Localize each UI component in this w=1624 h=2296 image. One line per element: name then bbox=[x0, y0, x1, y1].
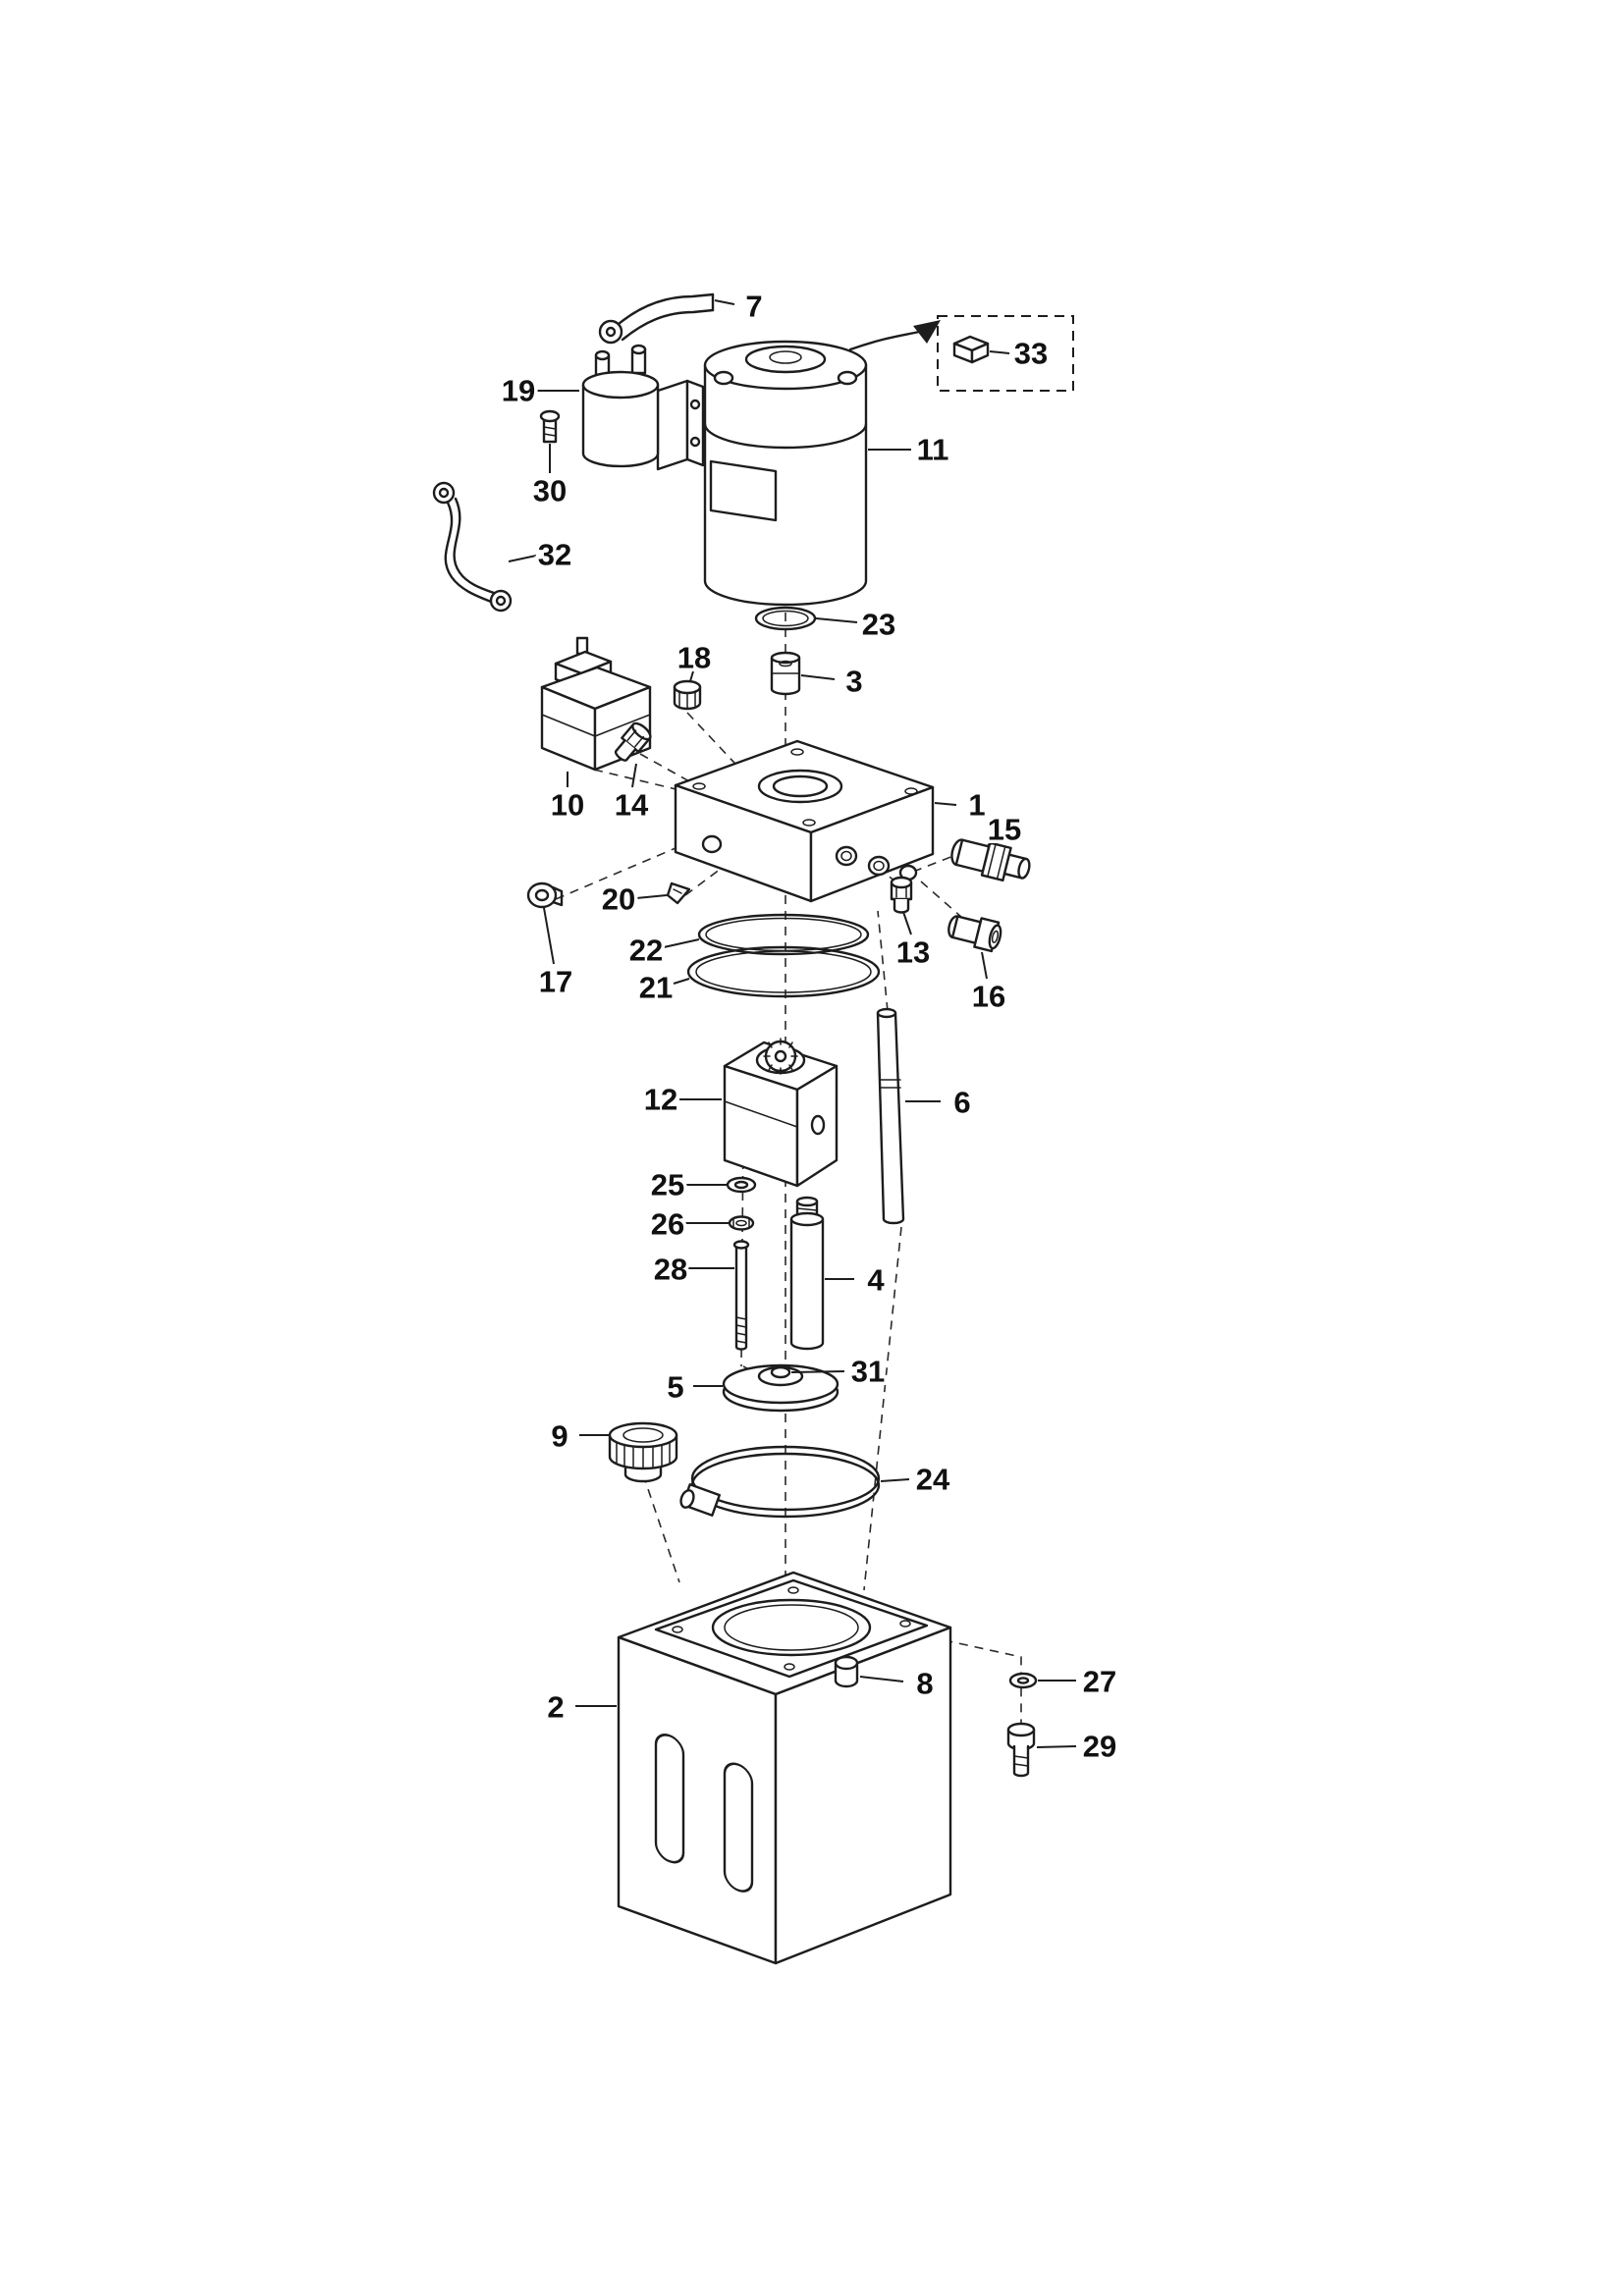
clip-20 bbox=[666, 881, 691, 905]
hose-clamp bbox=[679, 1445, 881, 1519]
part-label-29: 29 bbox=[1083, 1730, 1116, 1764]
washer-27 bbox=[1008, 1672, 1038, 1689]
part-label-11: 11 bbox=[917, 433, 949, 467]
tank-fitting-8 bbox=[834, 1655, 859, 1688]
part-label-28: 28 bbox=[654, 1253, 687, 1287]
filter-screen bbox=[722, 1363, 839, 1413]
assembly-axes bbox=[555, 597, 1022, 1724]
coupling bbox=[770, 651, 801, 696]
part-label-33: 33 bbox=[1014, 337, 1048, 371]
washer-25 bbox=[726, 1176, 757, 1194]
part-label-4: 4 bbox=[867, 1263, 885, 1298]
return-hose bbox=[876, 1007, 905, 1225]
part-label-26: 26 bbox=[651, 1207, 684, 1242]
part-label-5: 5 bbox=[667, 1370, 683, 1405]
ground-cable bbox=[432, 481, 513, 613]
fitting-15 bbox=[950, 838, 1031, 882]
part-label-23: 23 bbox=[862, 608, 895, 642]
reservoir-tank bbox=[617, 1571, 952, 1965]
part-label-15: 15 bbox=[988, 813, 1021, 847]
part-label-13: 13 bbox=[896, 935, 930, 970]
battery-cable bbox=[598, 293, 715, 345]
part-label-3: 3 bbox=[845, 665, 862, 699]
part-label-24: 24 bbox=[916, 1463, 950, 1497]
part-label-25: 25 bbox=[651, 1168, 684, 1202]
fitting-14 bbox=[614, 721, 652, 762]
callout-arrow bbox=[848, 320, 941, 351]
connector-callout-box bbox=[937, 315, 1074, 392]
electric-motor bbox=[703, 340, 868, 607]
stud-28 bbox=[732, 1240, 750, 1351]
part-label-32: 32 bbox=[538, 538, 571, 572]
part-label-9: 9 bbox=[551, 1419, 568, 1454]
breather-cap bbox=[608, 1421, 678, 1483]
part-label-20: 20 bbox=[602, 882, 635, 917]
gear-pump bbox=[723, 1038, 839, 1188]
part-label-31: 31 bbox=[851, 1355, 885, 1389]
terminal-screw bbox=[539, 409, 561, 444]
fitting-13 bbox=[890, 876, 913, 914]
part-label-17: 17 bbox=[539, 965, 572, 999]
part-label-14: 14 bbox=[615, 788, 649, 823]
part-label-2: 2 bbox=[547, 1690, 564, 1725]
part-label-1: 1 bbox=[968, 788, 985, 823]
part-label-21: 21 bbox=[639, 971, 673, 1005]
manifold-block bbox=[674, 739, 935, 903]
nut-26 bbox=[728, 1215, 755, 1231]
leader-lines bbox=[508, 299, 1077, 1748]
starter-solenoid bbox=[581, 344, 705, 471]
part-labels: 7 19 30 32 11 33 23 3 18 10 14 1 15 20 1… bbox=[498, 286, 1119, 1767]
fitting-16 bbox=[947, 915, 1002, 953]
part-label-12: 12 bbox=[644, 1083, 677, 1117]
fitting-18 bbox=[673, 679, 702, 711]
part-label-19: 19 bbox=[502, 374, 535, 408]
plug-17 bbox=[526, 881, 564, 909]
part-label-10: 10 bbox=[551, 788, 584, 823]
part-label-6: 6 bbox=[953, 1086, 970, 1120]
gasket-ring-21 bbox=[686, 945, 881, 998]
part-label-30: 30 bbox=[533, 474, 567, 508]
suction-tube bbox=[789, 1196, 825, 1351]
part-label-22: 22 bbox=[629, 934, 663, 968]
part-label-7: 7 bbox=[745, 290, 762, 324]
part-label-8: 8 bbox=[916, 1667, 933, 1701]
solenoid-valve bbox=[540, 636, 652, 772]
o-ring-23 bbox=[754, 606, 817, 631]
bolt-29 bbox=[1006, 1722, 1036, 1778]
part-label-16: 16 bbox=[972, 980, 1005, 1014]
part-label-27: 27 bbox=[1083, 1665, 1116, 1699]
part-label-18: 18 bbox=[677, 641, 711, 675]
